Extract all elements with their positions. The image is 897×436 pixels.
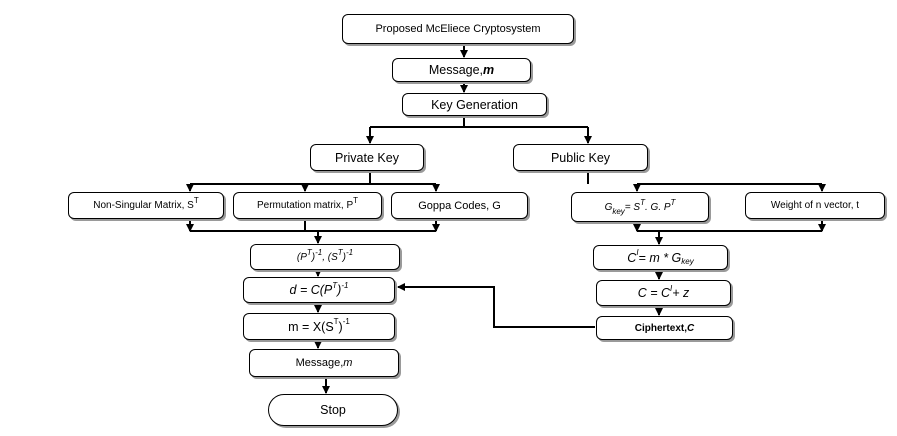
m-rhs: )	[338, 319, 343, 334]
weight-label: Weight of n vector, t	[770, 200, 860, 211]
inverse-s4: )	[342, 251, 347, 263]
nonsingular-matrix-node: Non-Singular Matrix, S T	[68, 192, 224, 219]
ciphertext-var: C	[687, 322, 695, 334]
permutation-matrix-node: Permutation matrix, P T	[233, 192, 382, 219]
private-key-label: Private Key	[335, 150, 399, 165]
inverse-e1: -1	[315, 247, 323, 257]
inverse-s3: T	[337, 247, 343, 257]
gkey-sub: key	[612, 206, 625, 216]
message-bottom-label: Message,	[295, 357, 344, 369]
permutation-sup: T	[353, 196, 359, 205]
c-sup: I	[670, 283, 673, 293]
d-lhs: d = C(P	[289, 283, 333, 297]
stop-node: Stop	[268, 394, 398, 426]
weight-node: Weight of n vector, t	[745, 192, 885, 219]
d-sup: T	[332, 280, 338, 290]
inverse-p2: , (S	[322, 251, 338, 263]
private-key-node: Private Key	[310, 144, 424, 171]
inverse-s1: T	[306, 247, 312, 257]
permutation-label: Permutation matrix, P	[256, 200, 354, 211]
inverse-e2: -1	[346, 247, 354, 257]
inverse-s2: )	[311, 251, 316, 263]
c1-sub: key	[681, 257, 694, 266]
inverse-p1: (P	[296, 251, 307, 263]
nonsingular-sup: T	[193, 196, 199, 205]
message-bottom-var: m	[343, 357, 353, 369]
c-lhs: C = C	[637, 286, 671, 300]
public-key-node: Public Key	[513, 144, 648, 171]
message-node-top: Message, m	[392, 58, 531, 82]
arrow-ciphertext-to-d	[397, 283, 595, 328]
message-label: Message,	[428, 63, 484, 77]
m-lhs: m = X(S	[288, 319, 334, 334]
c1-c: C	[627, 250, 637, 265]
ciphertext-label: Ciphertext,	[634, 322, 687, 334]
goppa-label: Goppa Codes, G	[418, 199, 501, 212]
public-key-label: Public Key	[550, 150, 611, 165]
nonsingular-label: Non-Singular Matrix, S	[93, 200, 194, 211]
gkey-sup1: T	[640, 197, 645, 207]
c1-rest: = m * G	[638, 250, 682, 265]
gkey-eq: = S	[624, 201, 641, 213]
gkey-sup2: T	[670, 197, 676, 207]
message-var: m	[483, 63, 495, 77]
title-node: Proposed McEliece Cryptosystem	[342, 14, 574, 44]
gkey-mid: . G. P	[644, 201, 671, 213]
stop-label: Stop	[320, 403, 346, 417]
c-rhs: + z	[672, 286, 690, 300]
m-sup: T	[333, 317, 339, 326]
gkey-g: G	[604, 201, 613, 213]
d-exp: -1	[341, 280, 349, 290]
key-generation-node: Key Generation	[402, 93, 547, 116]
ciphertext-node: Ciphertext, C	[596, 316, 733, 340]
m-exp: -1	[342, 317, 350, 326]
message-node-bottom: Message, m	[249, 349, 399, 377]
goppa-codes-node: Goppa Codes, G	[391, 192, 528, 219]
d-rhs: )	[337, 283, 342, 297]
title-text: Proposed McEliece Cryptosystem	[375, 23, 541, 35]
c1-sup: I	[636, 248, 639, 257]
key-generation-label: Key Generation	[431, 97, 518, 112]
